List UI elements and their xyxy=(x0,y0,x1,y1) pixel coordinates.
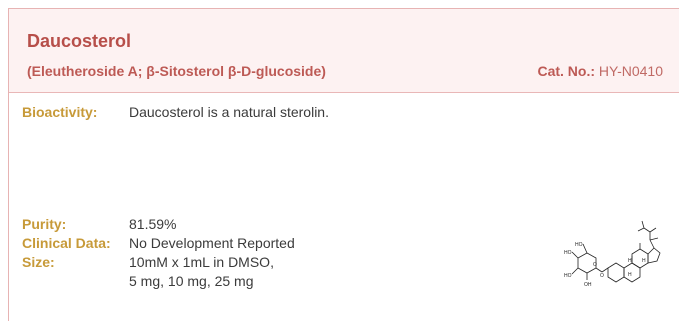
clinical-data-label: Clinical Data: xyxy=(22,235,111,251)
size-value-line1: 10mM x 1mL in DMSO, xyxy=(129,254,274,270)
atom-label: OH xyxy=(584,282,592,288)
product-synonyms: (Eleutheroside A; β-Sitosterol β-D-gluco… xyxy=(27,63,326,79)
clinical-data-row: Clinical Data: No Development Reported xyxy=(22,235,295,251)
size-value-line2: 5 mg, 10 mg, 25 mg xyxy=(129,273,254,289)
atom-label: H xyxy=(642,258,646,264)
atom-label: HO xyxy=(564,273,572,279)
product-sheet: Daucosterol (Eleutheroside A; β-Sitoster… xyxy=(8,8,679,321)
atom-label: H xyxy=(628,272,632,278)
bioactivity-label: Bioactivity: xyxy=(22,104,98,120)
clinical-data-value: No Development Reported xyxy=(129,235,295,251)
size-row-continued: 5 mg, 10 mg, 25 mg xyxy=(22,273,254,289)
bioactivity-value: Daucosterol is a natural sterolin. xyxy=(129,104,329,120)
product-header: Daucosterol (Eleutheroside A; β-Sitoster… xyxy=(9,9,679,93)
atom-label: HO xyxy=(575,242,583,248)
purity-row: Purity: 81.59% xyxy=(22,216,176,232)
catalog-number: Cat. No.: HY-N0410 xyxy=(537,63,663,79)
atom-label: O xyxy=(593,262,597,268)
ring-b xyxy=(623,262,641,283)
atom-label: H xyxy=(628,258,632,264)
product-name: Daucosterol xyxy=(27,31,132,51)
purity-value: 81.59% xyxy=(129,216,177,232)
catalog-number-label: Cat. No.: xyxy=(537,63,596,79)
chemical-structure-icon: HO HO HO OH O O H H H xyxy=(564,220,661,288)
catalog-number-value: HY-N0410 xyxy=(598,63,663,79)
bioactivity-row: Bioactivity: Daucosterol is a natural ste… xyxy=(22,104,329,120)
size-row: Size: 10mM x 1mL in DMSO, xyxy=(22,254,274,270)
size-label: Size: xyxy=(22,254,55,270)
purity-label: Purity: xyxy=(22,216,67,232)
atom-label: HO xyxy=(564,250,572,256)
atom-label: O xyxy=(600,273,604,279)
ring-d xyxy=(647,247,661,264)
ring-a xyxy=(607,262,625,283)
